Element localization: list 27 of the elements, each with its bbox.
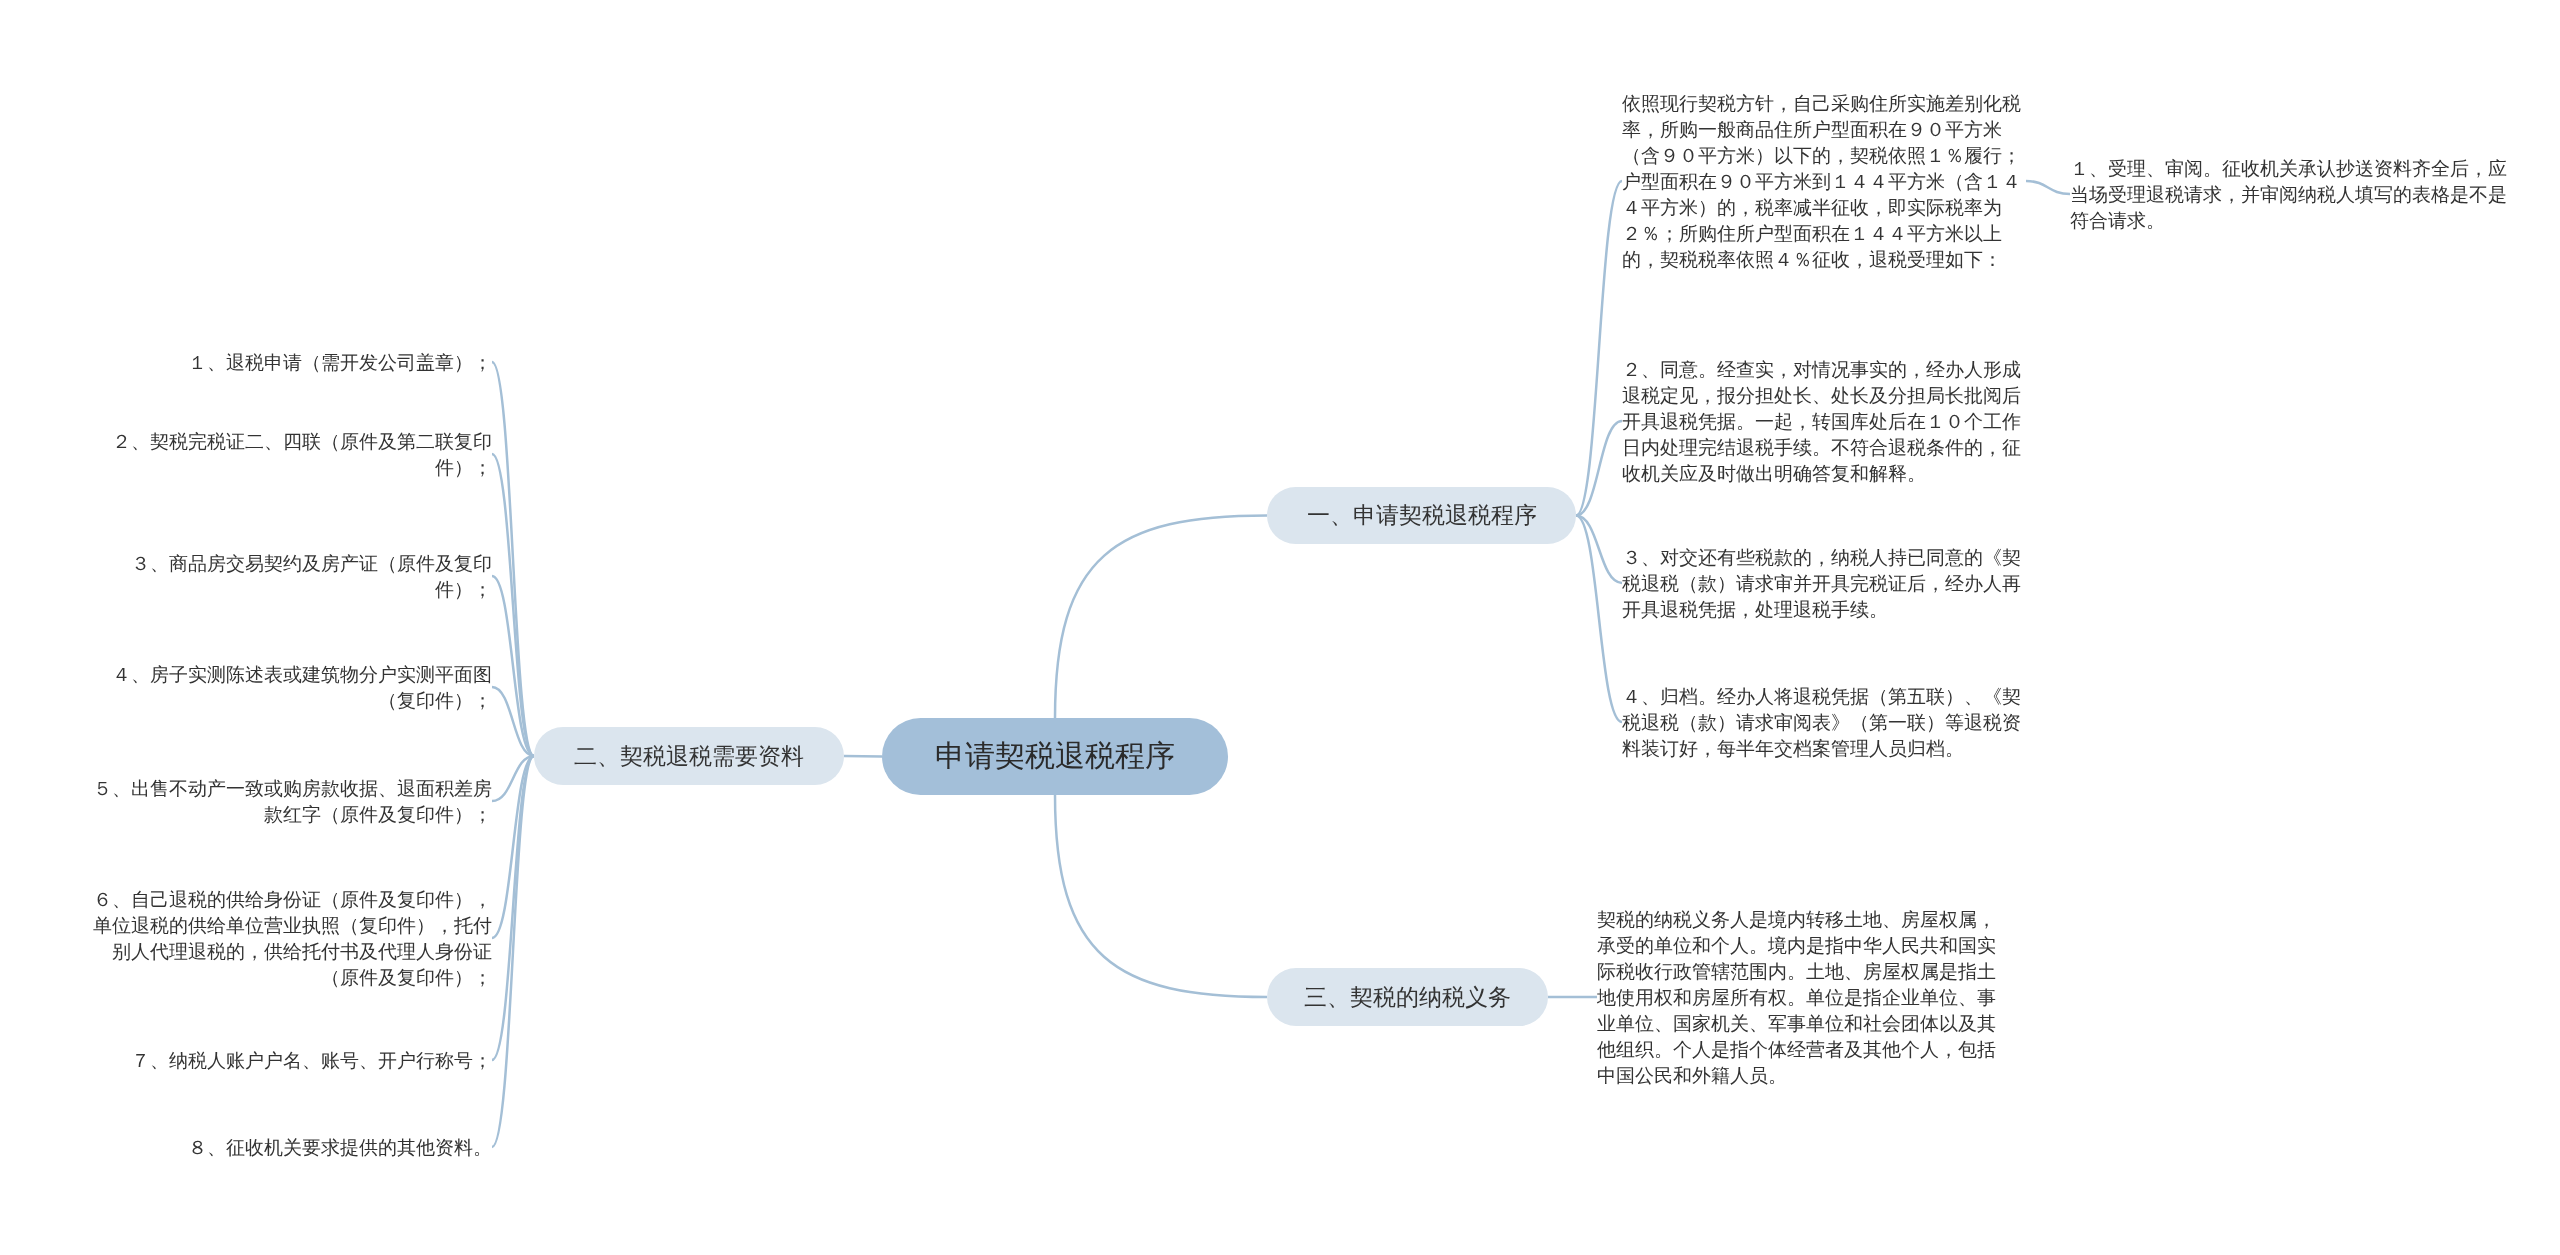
text-item: ６、自己退税的供给身份证（原件及复印件），单位退税的供给单位营业执照（复印件），托付别人代理退税的，供给托付书及代理人身份证（原件及复印件）； <box>88 886 492 990</box>
text-item: ３、对交还有些税款的，纳税人持已同意的《契税退税（款）请求审并开具完税证后，经办人再开具退税凭据，处理退税手续。 <box>1622 544 2026 622</box>
connector-line <box>491 453 535 757</box>
text-item: 契税的纳税义务人是境内转移土地、房屋权属，承受的单位和个人。境内是指中华人民共和国实际税收行政管辖范围内。土地、房屋权属是指土地使用权和房屋所有权。单位是指企业单位、事业单位、国家机关、军事单位和社会团体以及其他组织。个人是指个体经营者及其他个人，包括中国公民和外籍人员。 <box>1597 906 2001 1088</box>
connector-line <box>1575 514 1623 723</box>
text-item: ２、契税完税证二、四联（原件及第二联复印件）； <box>88 428 492 480</box>
text-item: ８、征收机关要求提供的其他资料。 <box>88 1134 492 1160</box>
branch-topic: 二、契税退税需要资料 <box>534 727 844 785</box>
text-item: ７、纳税人账户户名、账号、开户行称号； <box>88 1047 492 1073</box>
connector-line <box>1053 514 1268 719</box>
connector-line <box>490 755 536 1148</box>
branch-topic: 三、契税的纳税义务 <box>1267 968 1548 1026</box>
text-item: ２、同意。经查实，对情况事实的，经办人形成退税定见，报分担处长、处长及分担局长批阅后开具退税凭据。一起，转国库处后在１０个工作日内处理完结退税手续。不符合退税条件的，征收机关应及时做出明确答复和解释。 <box>1622 356 2026 486</box>
text-item: 依照现行契税方针，自己采购住所实施差别化税率，所购一般商品住所户型面积在９０平方米（含９０平方米）以下的，契税依照１％履行；户型面积在９０平方米到１４４平方米（含１４４平方米）的，税率减半征收，即实际税率为２％；所购住所户型面积在１４４平方米以上的，契税税率依照４％征收，退税受理如下： <box>1622 90 2026 272</box>
connector-line <box>1548 995 1597 999</box>
connector-line <box>1053 794 1268 999</box>
text-item: ３、商品房交易契约及房产证（原件及复印件）； <box>88 550 492 602</box>
text-item: １、受理、审阅。征收机关承认抄送资料齐全后，应当场受理退税请求，并审阅纳税人填写的表格是不是符合请求。 <box>2070 155 2524 233</box>
text-item: ５、出售不动产一致或购房款收据、退面积差房款红字（原件及复印件）； <box>88 775 492 827</box>
connector-line <box>1575 180 1623 517</box>
central-topic: 申请契税退税程序 <box>882 718 1228 795</box>
connector-line <box>2025 179 2071 196</box>
text-item: ４、房子实测陈述表或建筑物分户实测平面图（复印件）； <box>88 661 492 713</box>
branch-topic: 一、申请契税退税程序 <box>1267 487 1576 544</box>
text-item: １、退税申请（需开发公司盖章）； <box>88 349 492 375</box>
connector-line <box>844 754 882 758</box>
text-item: ４、归档。经办人将退税凭据（第五联）、《契税退税（款）请求审阅表》（第一联）等退税资料装订好，每半年交档案管理人员归档。 <box>1622 683 2026 761</box>
